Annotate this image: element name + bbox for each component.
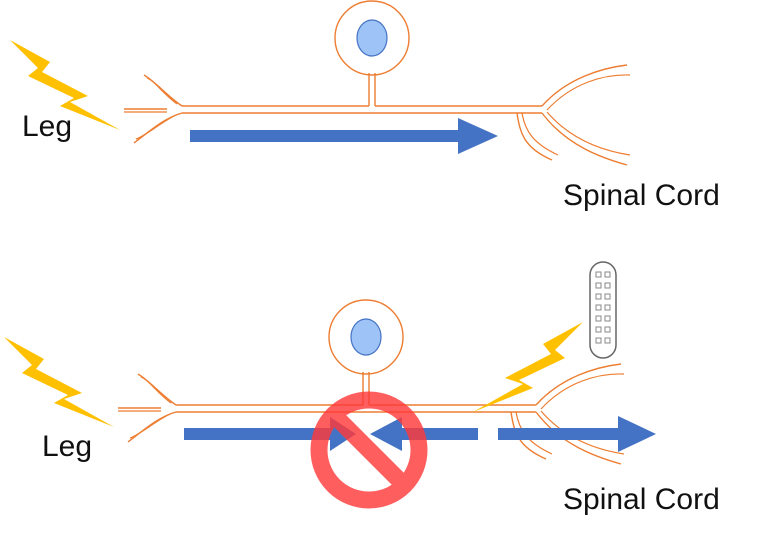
panel-normal-signal: Leg Spinal Cord [10,0,720,212]
leg-label: Leg [22,110,72,143]
lightning-bolt-icon [473,322,583,412]
spinal-cord-label: Spinal Cord [563,179,720,212]
no-entry-icon [310,391,428,509]
signal-arrow [190,118,498,154]
stimulator-device-icon [589,261,617,359]
spinal-cord-label: Spinal Cord [563,483,720,516]
panel-blocked-signal: Leg [4,261,720,516]
output-arrow [498,416,656,452]
leg-label: Leg [42,430,92,463]
lightning-bolt-icon [4,337,114,427]
